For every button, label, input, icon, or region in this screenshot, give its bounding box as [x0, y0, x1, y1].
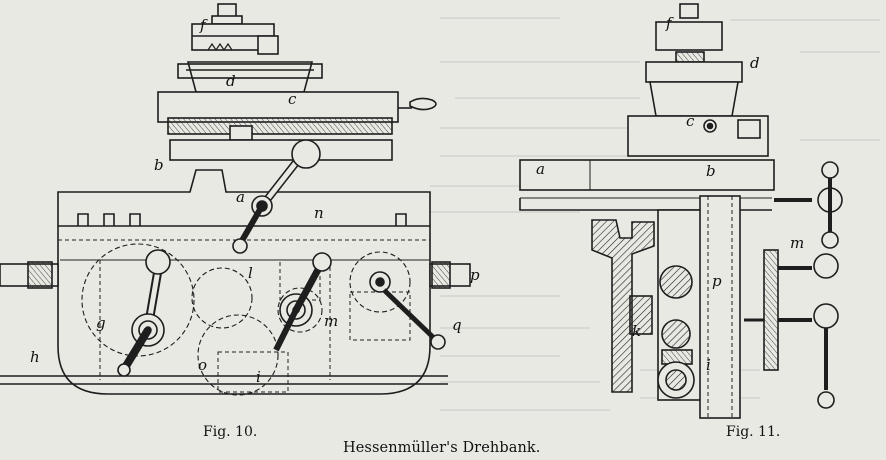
- fig10-label-a: a: [236, 188, 245, 206]
- fig11-label-c: c: [686, 112, 695, 130]
- fig11-label-f: f: [665, 14, 674, 32]
- fig11-label-i: i: [706, 356, 711, 374]
- fig10-label-d: d: [226, 72, 236, 90]
- fig10-label-l: l: [248, 264, 253, 282]
- figure-11-drawing: [519, 3, 843, 419]
- fig11-label-k: k: [632, 322, 641, 340]
- fig10-label-m: m: [324, 312, 338, 330]
- figure-10-caption: Fig. 10.: [203, 424, 258, 440]
- fig10-label-c: c: [288, 90, 297, 108]
- figure-11-caption: Fig. 11.: [726, 424, 781, 440]
- fig11-label-d: d: [750, 54, 760, 72]
- fig10-label-p: p: [470, 266, 480, 284]
- figure-10-labels: f d c b a n l g m o i h q p: [30, 16, 480, 386]
- fig10-label-f: f: [199, 16, 208, 34]
- fig11-label-p: p: [712, 272, 722, 290]
- fig10-label-h: h: [30, 348, 40, 366]
- fig10-label-i: i: [256, 368, 261, 386]
- figure-10-drawing: [0, 3, 471, 396]
- plate-title: Hessenmüller's Drehbank.: [343, 440, 541, 456]
- fig10-label-g: g: [96, 314, 106, 332]
- fig10-label-n: n: [314, 204, 324, 222]
- fig11-label-b: b: [706, 162, 716, 180]
- fig10-label-b: b: [154, 156, 164, 174]
- fig10-label-o: o: [198, 356, 207, 374]
- fig11-label-a: a: [536, 160, 545, 178]
- figure-11-labels: f d c a b m p k i: [536, 14, 804, 374]
- fig10-label-q: q: [452, 316, 462, 334]
- fig11-label-m: m: [790, 234, 804, 252]
